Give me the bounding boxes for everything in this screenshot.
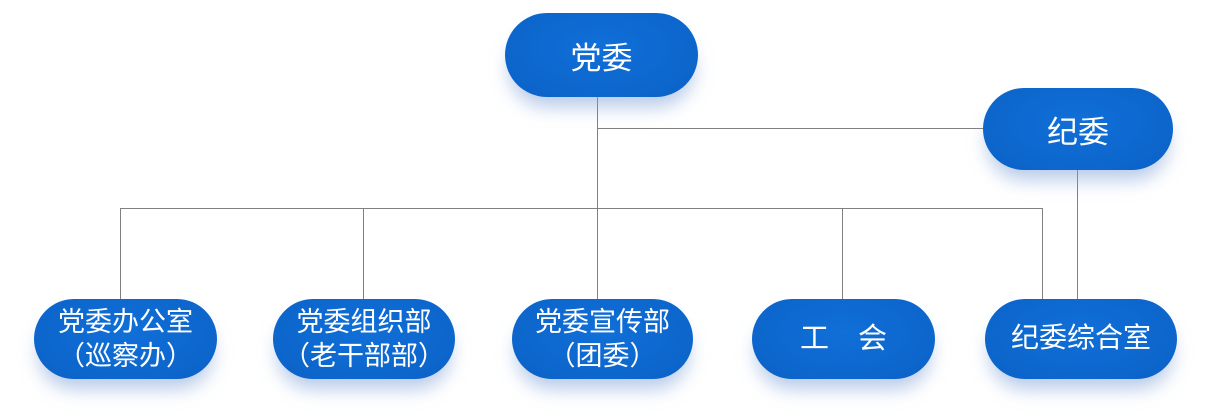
connector-drop-gonghui	[842, 208, 843, 299]
node-label: 纪委	[1047, 114, 1109, 150]
connector-children-bus	[120, 208, 1043, 209]
node-jiwei-zongheshi: 纪委综合室	[985, 299, 1177, 379]
connector-drop-zongheshi	[1042, 208, 1043, 299]
connector-drop-bangongshi	[120, 208, 121, 299]
node-label: 工 会	[799, 323, 887, 355]
node-label-line2: （老干部部）	[283, 341, 445, 371]
node-dangwei-bangongshi: 党委办公室 （巡察办）	[34, 299, 217, 379]
node-label-line1: 党委宣传部	[535, 307, 670, 337]
connector-dangwei-trunk	[597, 97, 598, 299]
node-dangwei-zuzhibu: 党委组织部 （老干部部）	[273, 299, 455, 379]
node-label: 纪委综合室	[1010, 323, 1151, 354]
node-label-line1: 党委组织部	[296, 307, 432, 337]
node-label-line2: （巡察办）	[58, 341, 193, 371]
node-label-line2: （团委）	[548, 341, 657, 371]
node-jiwei: 纪委	[983, 88, 1173, 170]
connector-dangwei-jiwei	[597, 128, 983, 129]
node-dangwei: 党委	[505, 13, 698, 97]
node-label-line1: 党委办公室	[58, 307, 193, 337]
node-gonghui: 工 会	[752, 299, 935, 379]
connector-jiwei-zongheshi	[1077, 170, 1078, 299]
node-label: 党委	[570, 40, 633, 76]
connector-drop-zuzhibu	[363, 208, 364, 299]
node-dangwei-xuanchuanbu: 党委宣传部 （团委）	[512, 299, 693, 379]
